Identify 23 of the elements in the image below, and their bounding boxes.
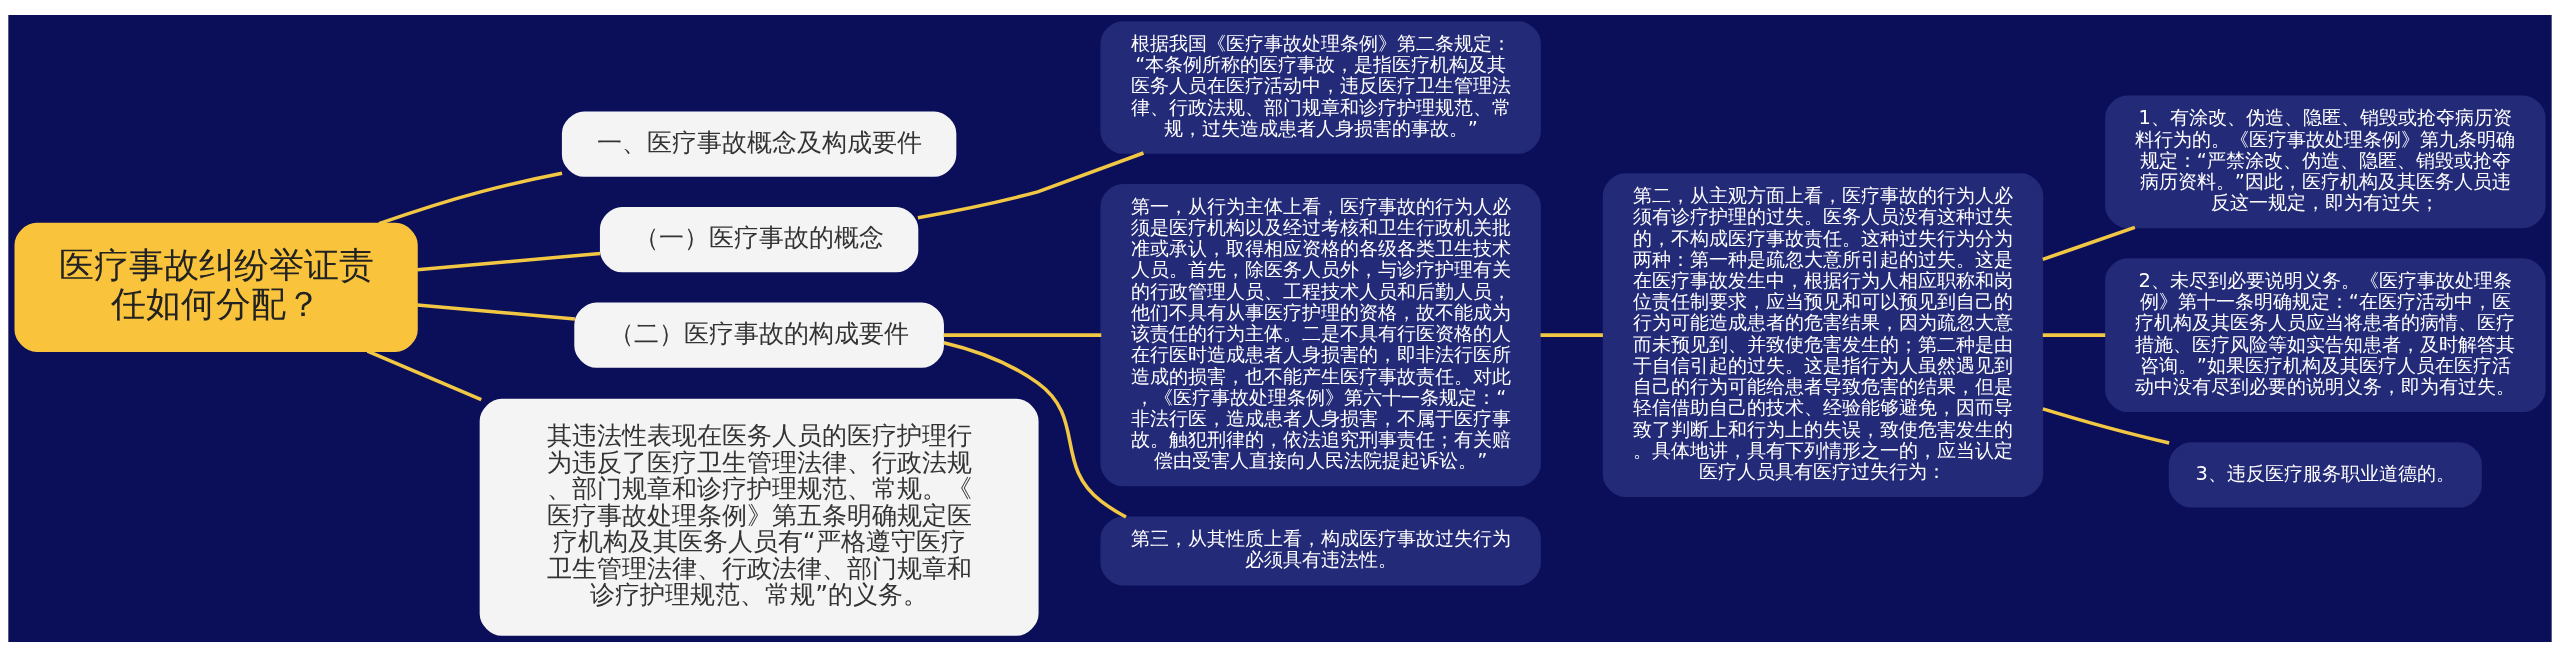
connector (917, 151, 1145, 220)
node-box: （一）医疗事故的概念 (599, 206, 919, 273)
connector (2042, 225, 2136, 262)
connector (2042, 333, 2106, 337)
connector (417, 251, 601, 272)
node-box: 医疗事故纠纷举证责任如何分配？ (14, 222, 418, 352)
node-box: 其违法性表现在医务人员的医疗护理行为违反了医疗卫生管理法律、行政法规、部门规章和诊疗护理规范、常规。《医疗事故处理条例》第五条明确规定医疗机构及其医务人员有“严格遵守医疗卫生管理法律、行政法律、部门规章和诊疗护理规范、常规”的义务。 (479, 398, 1039, 636)
connector (1540, 333, 1603, 337)
connector (417, 303, 576, 321)
node-box: 3、违反医疗服务职业道德的。 (2168, 442, 2482, 508)
node-box: 1、有涂改、伪造、隐匿、销毁或抢夺病历资料行为的。《医疗事故处理条例》第九条明确规定：“严禁涂改、伪造、隐匿、销毁或抢夺病历资料。”因此，医疗机构及其医务人员违反这一规定，即为有过失； (2105, 95, 2546, 229)
node-box: 一、医疗事故概念及构成要件 (561, 111, 957, 177)
connector (378, 171, 563, 226)
connector (366, 349, 482, 402)
node-box: 第三，从其性质上看，构成医疗事故过失行为必须具有违法性。 (1100, 516, 1541, 586)
node-box: 2、未尽到必要说明义务。《医疗事故处理条例》第十一条明确规定：“在医疗活动中，医疗机构及其医务人员应当将患者的病情、医疗措施、医疗风险等如实告知患者，及时解答其咨询。”如果医疗机构及其医疗人员在医疗活动中没有尽到必要的说明义务，即为有过失。 (2105, 258, 2546, 413)
node-box: 第一，从行为主体上看，医疗事故的行为人必须是医疗机构以及经过考核和卫生行政机关批准或承认，取得相应资格的各级各类卫生技术人员。首先，除医务人员外，与诊疗护理有关的行政管理人员、工程技术人员和后勤人员，他们不具有从事医疗护理的资格，故不能成为该责任的行为主体。二是不具有行医资格的人在行医时造成患者人身损害的，即非法行医所造成的损害，也不能产生医疗事故责任。对此，《医疗事故处理条例》第六十一条规定：“非法行医，造成患者人身损害，不属于医疗事故。触犯刑律的，依法追究刑事责任；有关赔偿由受害人直接向人民法院提起诉讼。” (1100, 183, 1541, 487)
connector (943, 333, 1102, 337)
node-box: 根据我国《医疗事故处理条例》第二条规定：“本条例所称的医疗事故，是指医疗机构及其医务人员在医疗活动中，违反医疗卫生管理法律、行政法规、部门规章和诊疗护理规范、常规，过失造成患者人身损害的事故。” (1100, 21, 1541, 154)
node-box: 第二，从主观方面上看，医疗事故的行为人必须有诊疗护理的过失。医务人员没有这种过失的，不构成医疗事故责任。这种过失行为分为两种：第一种是疏忽大意所引起的过失。这是在医疗事故发生中，根据行为人相应职称和岗位责任制要求，应当预见和可以预见到自己的行为可能造成患者的危害结果，因为疏忽大意而未预见到、并致使危害发生的；第二种是由于自信引起的过失。这是指行为人虽然遇见到自己的行为可能给患者导致危害的结果，但是轻信借助自己的技术、经验能够避免，因而导致了判断上和行为上的失误，致使危害发生的。具体地讲，具有下列情形之一的，应当认定医疗人员具有医疗过失行为： (1602, 173, 2044, 497)
node-box: （二）医疗事故的构成要件 (574, 302, 944, 368)
connector (943, 341, 1127, 519)
connector (2042, 407, 2170, 445)
